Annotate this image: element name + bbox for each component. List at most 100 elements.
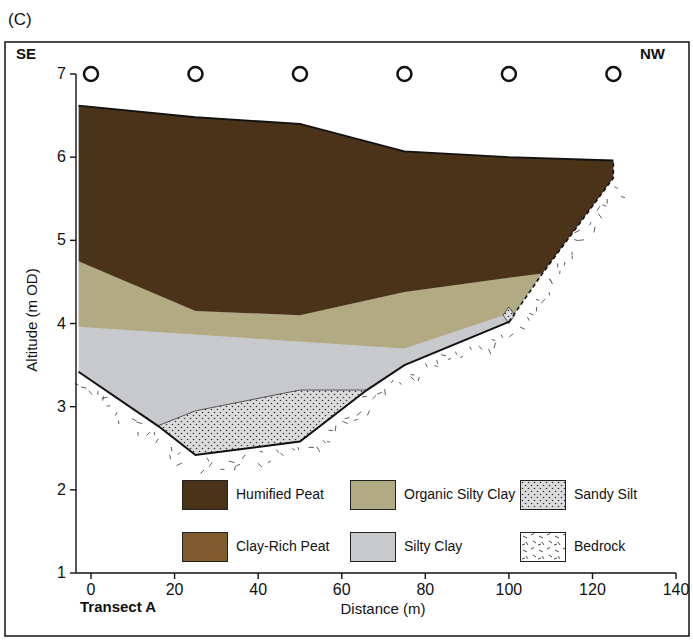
bedrock-mark <box>372 395 376 399</box>
bedrock-mark <box>377 392 382 394</box>
bedrock-mark <box>309 447 314 448</box>
y-tick <box>70 156 76 157</box>
tick-label: 7 <box>57 65 66 83</box>
borehole-marker <box>84 67 98 81</box>
bedrock-mark <box>234 466 235 470</box>
bedrock-mark <box>564 262 566 266</box>
bedrock-mark <box>571 252 572 255</box>
transect-label: Transect A <box>80 599 156 616</box>
bedrock-mark <box>137 422 143 423</box>
bedrock-mark <box>448 358 451 359</box>
x-axis <box>76 572 676 573</box>
bedrock-mark <box>317 447 320 452</box>
x-tick <box>675 573 676 579</box>
tick-label: 80 <box>416 581 434 599</box>
bedrock-mark <box>597 206 600 210</box>
legend-label: Bedrock <box>574 539 625 554</box>
bedrock-mark <box>411 377 415 380</box>
bedrock-mark <box>171 447 173 451</box>
direction-label: NW <box>640 46 665 63</box>
bedrock-mark <box>81 387 86 388</box>
x-tick <box>90 573 91 579</box>
tick-label: 20 <box>166 581 184 599</box>
bedrock-mark <box>118 420 120 424</box>
y-tick <box>70 323 76 324</box>
bedrock-mark <box>572 256 573 259</box>
bedrock-mark <box>598 214 601 219</box>
tick-label: 60 <box>333 581 351 599</box>
x-tick <box>508 573 509 579</box>
pattern-fill <box>521 533 565 561</box>
bedrock-mark <box>590 222 591 225</box>
bedrock-mark <box>594 227 595 233</box>
x-tick <box>257 573 258 579</box>
legend-label: Silty Clay <box>404 539 462 554</box>
bedrock-mark <box>621 197 625 198</box>
bedrock-mark <box>549 292 551 295</box>
y-tick <box>70 240 76 241</box>
bedrock-mark <box>201 470 204 474</box>
tick-label: 2 <box>57 481 66 499</box>
bedrock-mark <box>536 299 539 301</box>
bedrock-mark <box>470 347 472 350</box>
legend-swatch <box>182 480 228 510</box>
bedrock-mark <box>541 299 545 303</box>
bedrock-mark <box>425 363 427 367</box>
bedrock-mark <box>328 430 333 431</box>
bedrock-mark <box>399 382 401 385</box>
bedrock-mark <box>97 391 98 395</box>
bedrock-mark <box>178 452 180 454</box>
bedrock-mark <box>335 426 337 432</box>
bedrock-mark <box>156 439 159 443</box>
bedrock-mark <box>460 356 463 357</box>
bedrock-mark <box>260 451 263 453</box>
bedrock-mark <box>437 360 438 364</box>
bedrock-mark <box>384 389 386 395</box>
legend-pattern <box>521 481 565 509</box>
strata <box>78 106 634 455</box>
bedrock-mark <box>236 464 240 465</box>
bedrock-mark <box>154 432 156 435</box>
tick-label: 5 <box>57 232 66 250</box>
bedrock-mark <box>207 458 209 461</box>
bedrock-mark <box>297 447 299 450</box>
bedrock-mark <box>603 205 607 206</box>
bedrock-mark <box>102 397 108 398</box>
bedrock-mark <box>367 410 369 415</box>
bedrock-mark <box>137 432 138 436</box>
bedrock-mark <box>520 327 525 329</box>
x-tick <box>592 573 593 579</box>
bedrock-mark <box>132 419 137 421</box>
legend-swatch <box>520 480 566 510</box>
axis-title: Distance (m) <box>340 601 425 618</box>
sandy-silt-lens <box>158 390 367 455</box>
bedrock-mark <box>557 263 558 267</box>
bedrock-mark <box>391 380 393 383</box>
legend-swatch <box>520 532 566 562</box>
bedrock-mark <box>574 230 579 233</box>
bedrock-mark <box>281 453 284 456</box>
bedrock-mark <box>456 352 457 355</box>
bedrock-mark <box>357 412 362 416</box>
tick-label: 140 <box>663 581 690 599</box>
bedrock-mark <box>441 354 446 356</box>
bedrock-mark <box>258 463 262 467</box>
bedrock-mark <box>574 240 578 241</box>
bedrock-mark <box>242 455 245 459</box>
bedrock-mark <box>479 346 483 349</box>
tick-label: 120 <box>579 581 606 599</box>
bedrock-mark <box>292 449 295 450</box>
bedrock-mark <box>229 461 235 463</box>
x-tick <box>341 573 342 579</box>
bedrock-mark <box>489 349 491 354</box>
borehole-marker <box>502 67 516 81</box>
bedrock-mark <box>607 199 608 204</box>
tick-label: 0 <box>87 581 96 599</box>
bedrock-mark <box>362 396 367 397</box>
tick-label: 40 <box>249 581 267 599</box>
ground-surface <box>78 106 613 161</box>
bedrock-mark <box>529 313 533 315</box>
bedrock-mark <box>89 391 92 395</box>
bedrock-mark <box>220 469 224 470</box>
tick-label: 4 <box>57 315 66 333</box>
